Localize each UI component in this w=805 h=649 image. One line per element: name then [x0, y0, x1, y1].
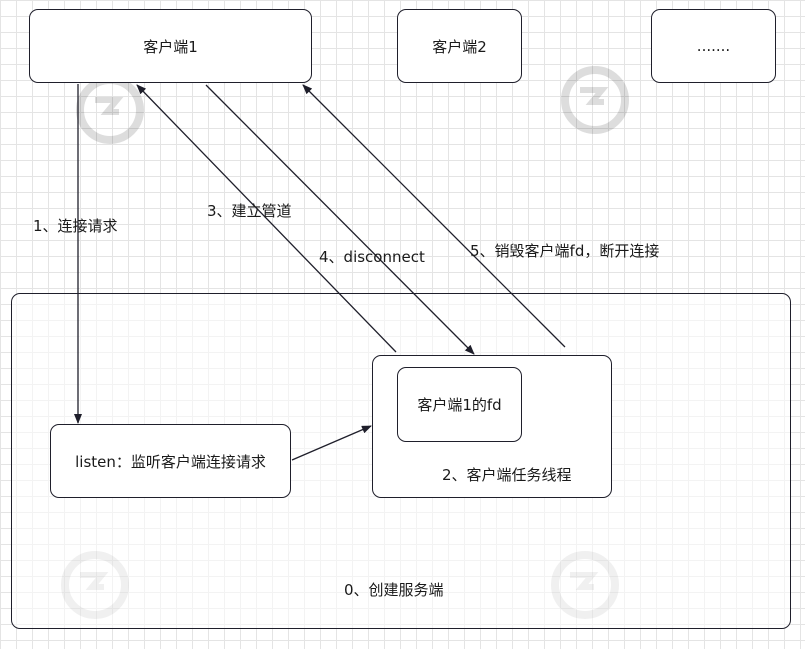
client-more-node[interactable]: .......: [651, 9, 776, 83]
listen-node[interactable]: listen：监听客户端连接请求: [50, 424, 291, 498]
edge-label-connect-request: 1、连接请求: [33, 217, 118, 235]
edge-label-establish-pipe: 3、建立管道: [207, 202, 292, 220]
client1-fd-node[interactable]: 客户端1的fd: [397, 367, 522, 442]
server-label: 0、创建服务端: [344, 581, 444, 599]
task-thread-label: 2、客户端任务线程: [442, 466, 572, 484]
watermark: [70, 70, 250, 184]
client1-node[interactable]: 客户端1: [29, 9, 312, 83]
edge-label-destroy-fd: 5、销毁客户端fd，断开连接: [470, 242, 660, 260]
client2-node[interactable]: 客户端2: [397, 9, 522, 83]
watermark-logo-icon: [76, 76, 144, 144]
edge-label-disconnect: 4、disconnect: [319, 248, 425, 266]
